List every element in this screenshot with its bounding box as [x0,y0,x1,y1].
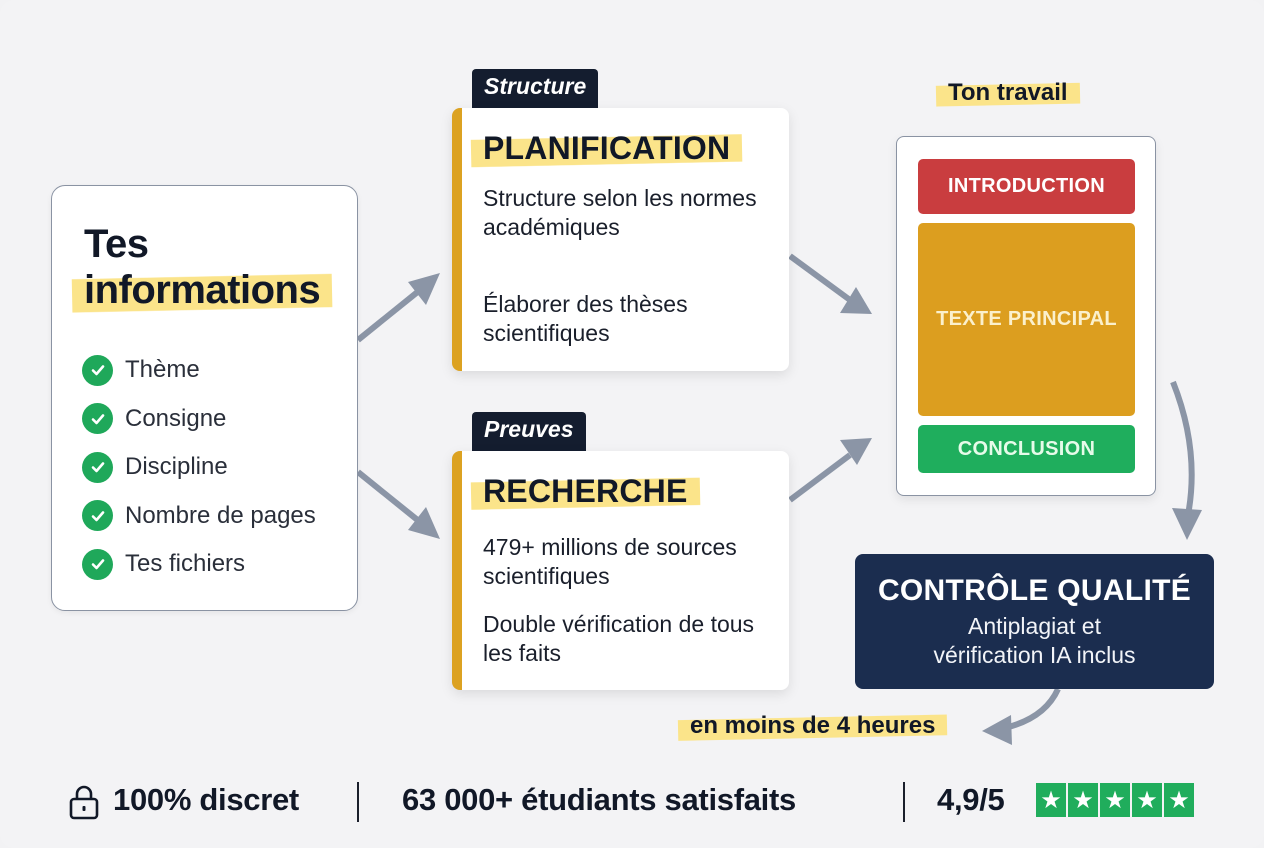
lock-icon [68,784,100,825]
highlight-marker: PLANIFICATION [470,127,743,170]
planning-title: PLANIFICATION [470,127,743,170]
rating-value: 4,9/5 [937,782,1005,817]
section-conclusion: CONCLUSION [918,425,1135,473]
checklist-label: Consigne [125,404,227,432]
rating-stars: ★ ★ ★ ★ ★ [1036,783,1194,817]
quality-title: CONTRÔLE QUALITÉ [877,574,1192,607]
delivery-time: en moins de 4 heures [677,709,948,743]
planning-tab: Structure [472,69,599,109]
checklist-label: Thème [125,356,200,384]
research-point-2: Double vérification de tous les faits [483,611,755,666]
checklist-item: Nombre de pages [82,492,316,541]
check-circle-icon [82,354,113,386]
research-title: RECHERCHE [470,470,700,513]
star-icon: ★ [1036,783,1066,817]
divider [903,782,905,822]
arrow-research-to-output [788,452,852,503]
star-icon: ★ [1132,783,1162,817]
highlight-marker: en moins de 4 heures [677,709,948,743]
highlight-marker: RECHERCHE [470,470,700,513]
checklist-item: Tes fichiers [82,540,316,589]
star-icon: ★ [1164,783,1194,817]
arrowhead-delivery-icon [982,715,1012,745]
section-introduction: INTRODUCTION [918,159,1135,214]
checklist-label: Tes fichiers [125,550,246,578]
planning-point-2: Élaborer des thèses scientifiques [483,291,688,346]
divider [357,782,359,822]
check-circle-icon [82,548,113,580]
arrow-output-to-quality [1170,380,1195,516]
checklist-item: Consigne [82,395,316,444]
checklist-label: Nombre de pages [125,501,316,529]
highlight-marker: Ton travail [935,77,1080,109]
arrow-to-research [356,469,422,525]
input-title-line2: informations [71,265,333,316]
arrow-to-planning [356,287,422,343]
arrowhead-output-2-icon [840,438,872,465]
checklist-item: Thème [82,346,316,395]
discreet-label: 100% discret [113,782,299,817]
section-main-text: TEXTE PRINCIPAL [918,223,1135,416]
highlight-marker: informations [71,265,333,316]
input-title-line1: Tes [84,222,149,266]
research-tab: Preuves [472,412,586,452]
checklist-label: Discipline [125,453,228,481]
checklist-item: Discipline [82,443,316,492]
star-icon: ★ [1068,783,1098,817]
students-label: 63 000+ étudiants satisfaits [402,782,796,817]
star-icon: ★ [1100,783,1130,817]
planning-point-1: Structure selon les normes académiques [483,185,757,240]
check-circle-icon [82,451,113,483]
input-card [51,185,358,611]
arrow-planning-to-output [788,253,852,303]
quality-control-box: CONTRÔLE QUALITÉ Antiplagiat et vérifica… [855,554,1214,689]
check-circle-icon [82,403,113,435]
arrowhead-planning-icon [408,273,440,305]
arrowhead-quality-icon [1172,508,1202,540]
input-checklist: Thème Consigne Discipline Nombre de page… [82,346,316,589]
quality-subtitle-line2: vérification IA inclus [933,642,1136,668]
arrowhead-output-1-icon [840,287,872,314]
quality-subtitle-line1: Antiplagiat et [968,613,1101,639]
check-circle-icon [82,500,113,532]
arrowhead-research-icon [408,507,440,539]
output-label: Ton travail [935,77,1080,109]
research-point-1: 479+ millions de sources scientifiques [483,534,737,589]
trust-footer: 100% discret 63 000+ étudiants satisfait… [0,770,1264,832]
arrow-quality-to-delivery [1004,687,1061,731]
